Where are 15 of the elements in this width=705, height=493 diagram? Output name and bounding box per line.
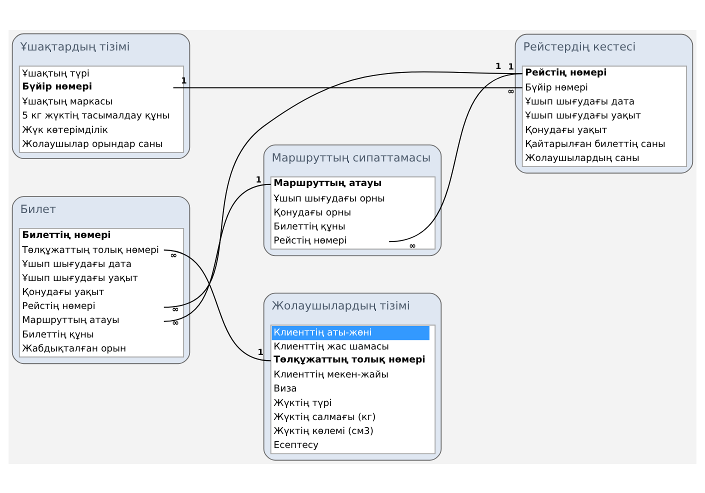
connector bbox=[164, 70, 522, 308]
label: 1 bbox=[495, 60, 502, 70]
connector bbox=[164, 183, 271, 322]
label: 1 bbox=[258, 346, 264, 356]
connector bbox=[173, 86, 522, 88]
label: 1 bbox=[508, 60, 514, 71]
label: 1 bbox=[256, 174, 262, 184]
label: ∞ bbox=[172, 303, 179, 314]
label: ∞ bbox=[170, 250, 178, 260]
connector bbox=[164, 249, 271, 361]
label: ∞ bbox=[508, 85, 515, 96]
label: ∞ bbox=[409, 240, 416, 250]
connector bbox=[389, 72, 522, 242]
label: ∞ bbox=[172, 316, 180, 327]
label: 1 bbox=[181, 75, 187, 86]
